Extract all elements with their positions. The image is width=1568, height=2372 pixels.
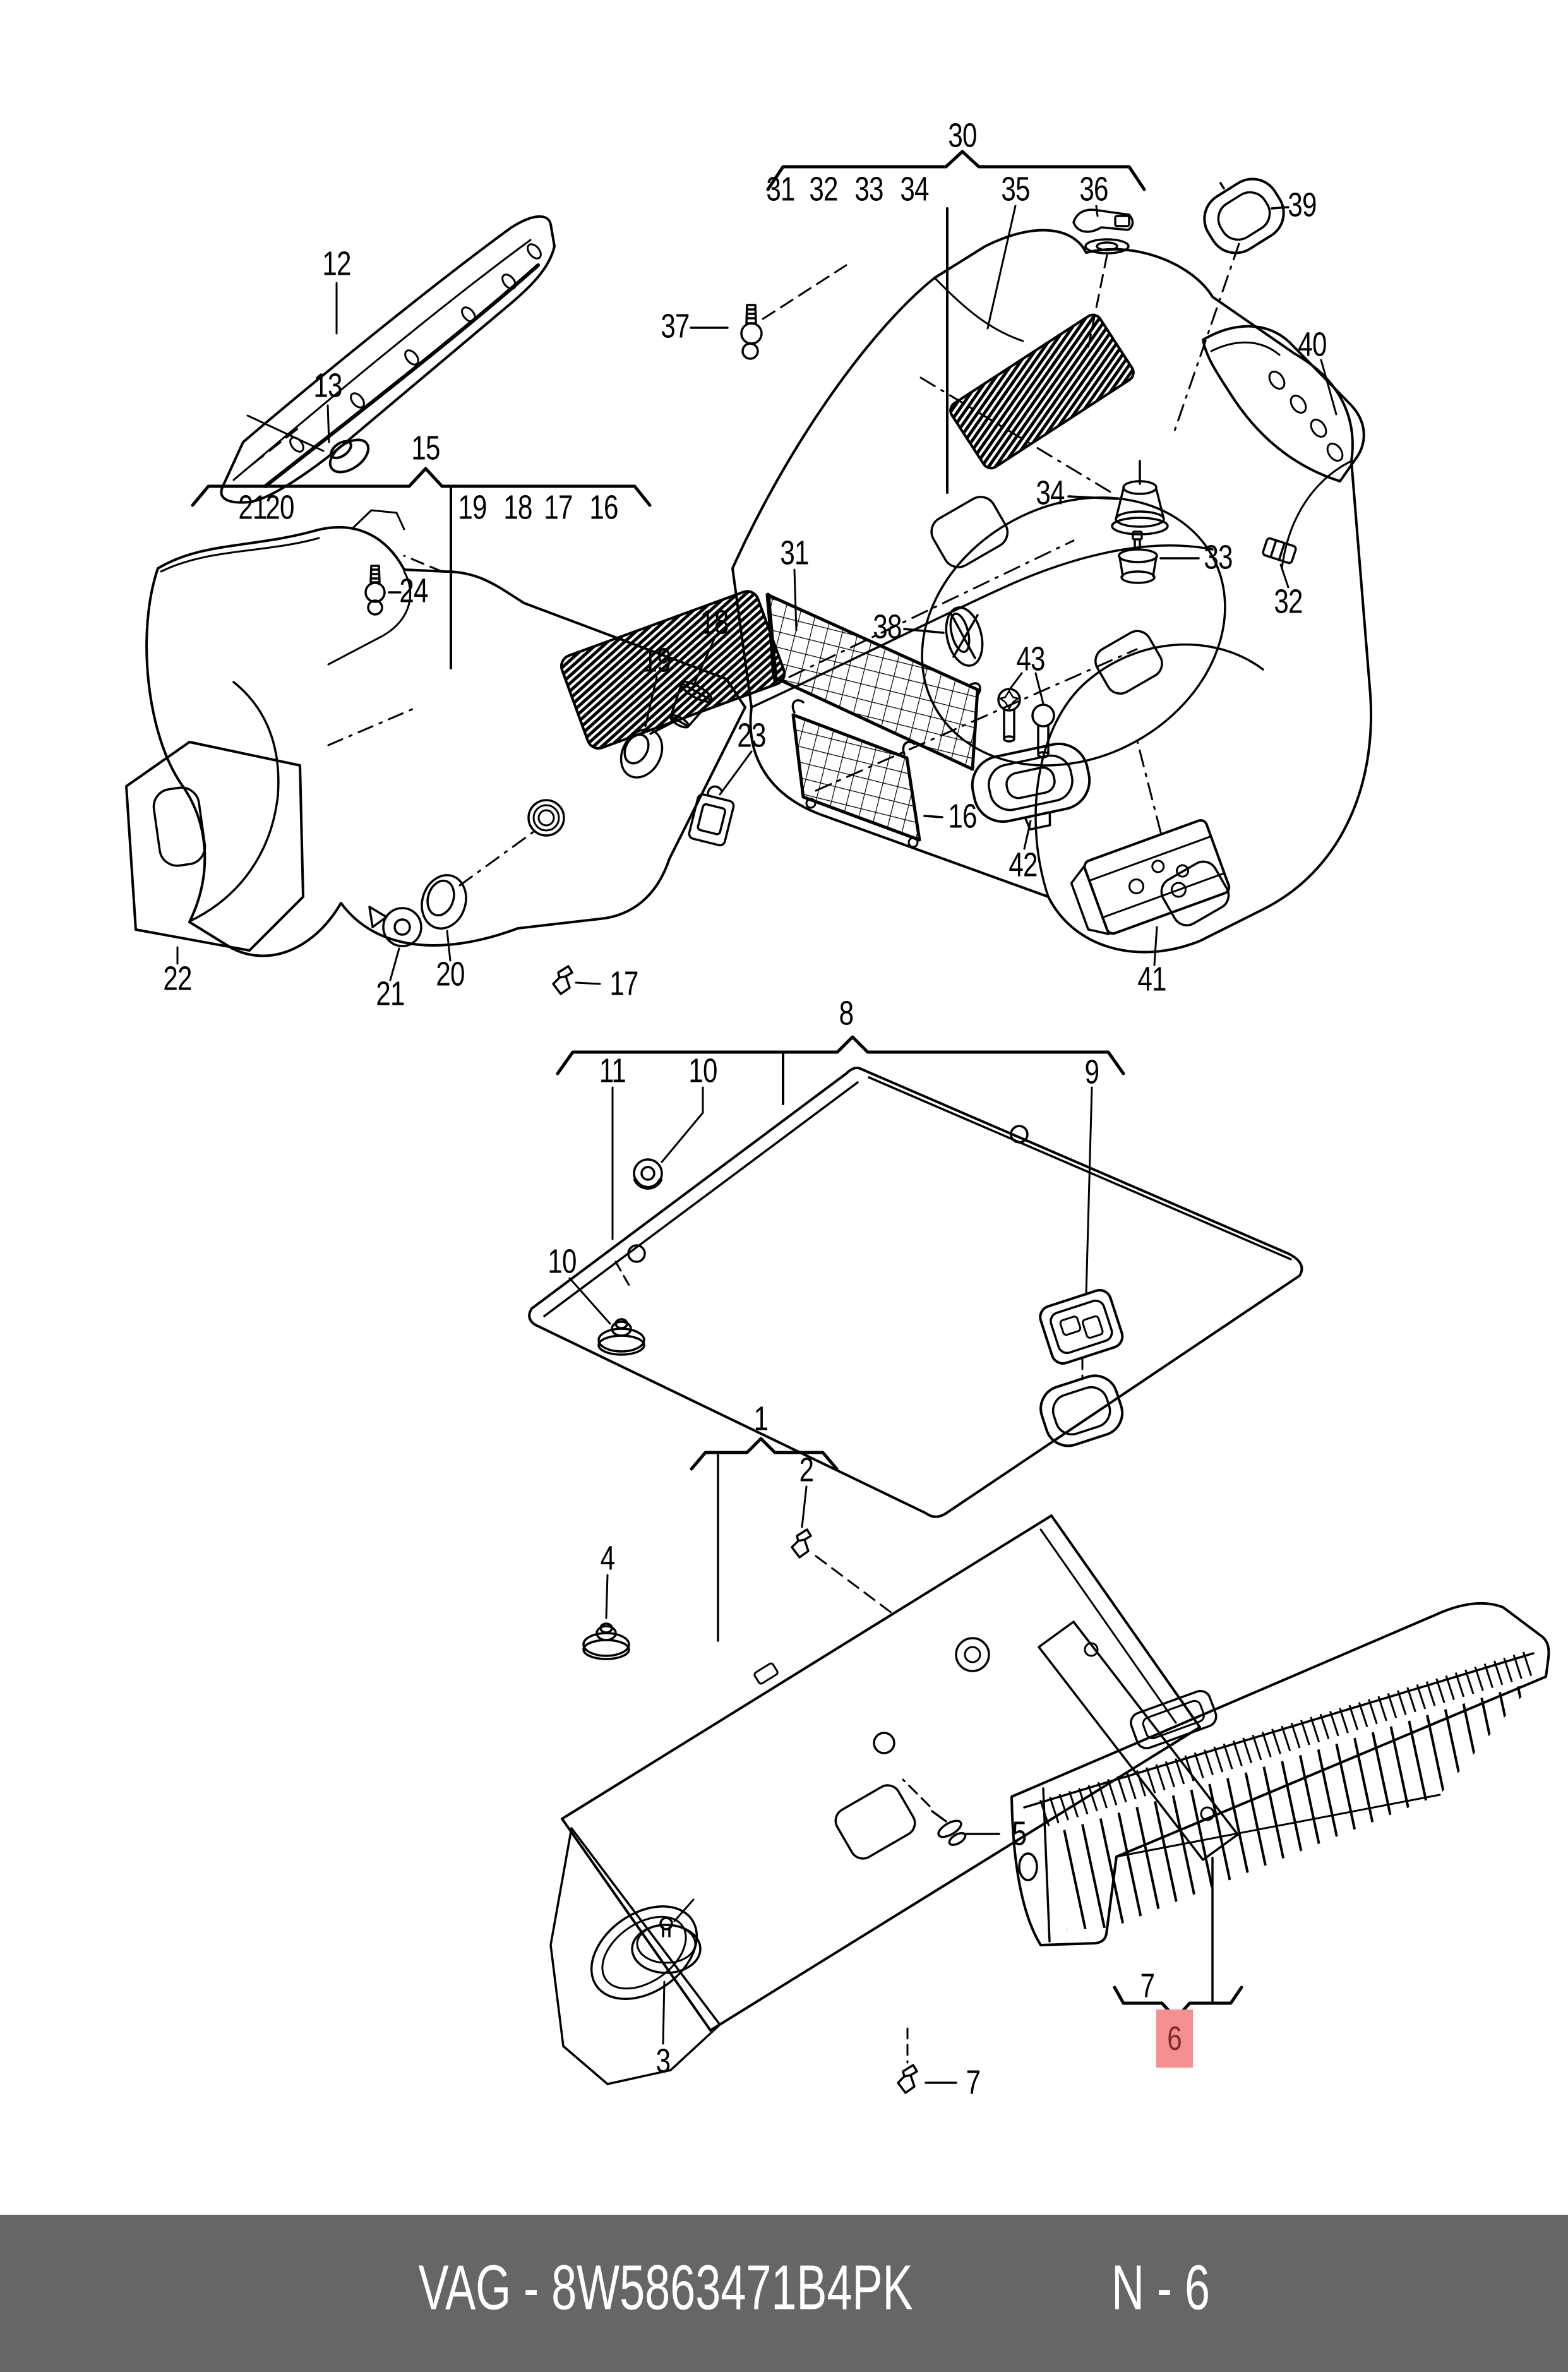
part-38-disc [945, 606, 984, 667]
part-13-clip [328, 438, 370, 474]
part-9-handle [1039, 1289, 1124, 1447]
part-16-net [791, 699, 921, 848]
callout-13[interactable]: 13 [313, 366, 342, 405]
part-42-tiedown [971, 742, 1091, 831]
callout-39[interactable]: 39 [1288, 186, 1317, 224]
left-quarter-trim-panel [145, 509, 786, 957]
callout-19[interactable]: 19 [642, 641, 671, 680]
callout-42[interactable]: 42 [1008, 846, 1038, 884]
callout-32[interactable]: 32 [1274, 582, 1303, 621]
part-6-sill-plate [1010, 1602, 1550, 1946]
callout-36[interactable]: 36 [1079, 170, 1108, 208]
part-39-bezel [1203, 177, 1285, 255]
callout-20[interactable]: 20 [436, 955, 465, 993]
callout-21[interactable]: 21 [376, 974, 405, 1013]
part-12-panel [220, 215, 556, 504]
callout-31[interactable]: 31 [766, 170, 795, 208]
callout-41[interactable]: 41 [1137, 960, 1166, 998]
callout-15[interactable]: 15 [411, 429, 440, 467]
group-8-bracket [556, 1035, 1125, 1105]
callout-32[interactable]: 32 [809, 170, 838, 208]
callout-43[interactable]: 43 [1016, 640, 1045, 678]
part-1-load-floor [549, 1514, 1239, 2085]
part-21-grommet [368, 906, 422, 947]
callout-40[interactable]: 40 [1298, 325, 1327, 364]
callout-31[interactable]: 31 [780, 534, 809, 572]
callout-3[interactable]: 3 [655, 2042, 671, 2080]
callout-37[interactable]: 37 [661, 307, 690, 345]
callout-11[interactable]: 11 [599, 1051, 626, 1090]
group-30-bracket [766, 150, 1146, 494]
part-33-clip [1118, 530, 1158, 584]
callout-33[interactable]: 33 [854, 170, 883, 208]
callout-17[interactable]: 17 [544, 488, 573, 527]
callout-9[interactable]: 9 [1084, 1053, 1099, 1091]
part-32-clip [1262, 537, 1297, 565]
callout-33[interactable]: 33 [1204, 538, 1233, 577]
part-20-ring [421, 874, 467, 930]
callout-22[interactable]: 22 [163, 959, 192, 998]
group-1-bracket [690, 1437, 839, 1471]
callout-4[interactable]: 4 [600, 1539, 615, 1578]
part-8-mat [528, 1067, 1303, 1518]
part-41-bracket [1070, 819, 1231, 935]
callout-16[interactable]: 16 [948, 797, 977, 836]
part-24-screw [364, 565, 386, 616]
part-11-grommet [627, 1244, 646, 1263]
part-10-grommet-a [633, 1158, 663, 1190]
part-34-cup [1111, 460, 1169, 536]
part-7-clip [897, 2064, 918, 2094]
callout-30[interactable]: 30 [948, 116, 977, 155]
callout-17[interactable]: 17 [609, 964, 638, 1003]
callout-21[interactable]: 21 [238, 488, 267, 527]
right-quarter-trim-panel [731, 229, 1372, 954]
callout-24[interactable]: 24 [399, 572, 428, 610]
callout-12[interactable]: 12 [322, 244, 351, 283]
callout-18[interactable]: 18 [700, 603, 729, 642]
callout-2[interactable]: 2 [799, 1451, 814, 1489]
part-31-net [765, 592, 981, 771]
part-17-clip [552, 965, 573, 995]
callout-5[interactable]: 5 [1012, 1814, 1027, 1853]
callout-6-highlighted[interactable]: 6 [1156, 2010, 1193, 2068]
callout-7[interactable]: 7 [966, 2063, 981, 2102]
callout-38[interactable]: 38 [873, 608, 902, 646]
callout-16[interactable]: 16 [589, 488, 618, 527]
callout-7[interactable]: 7 [1140, 1967, 1155, 2005]
part-22-cover [125, 741, 304, 952]
callout-34[interactable]: 34 [1036, 474, 1065, 512]
part-37-screw [740, 304, 763, 360]
part-10-grommet-b [597, 1318, 645, 1356]
callout-34[interactable]: 34 [900, 170, 929, 208]
callout-23[interactable]: 23 [737, 716, 766, 755]
part-2-clip [791, 1528, 812, 1559]
group-15-bracket [191, 467, 652, 669]
part-5-rivet [931, 1810, 967, 1847]
part-40-bracket [1202, 325, 1365, 482]
callout-20[interactable]: 20 [265, 488, 294, 527]
part-4-grommet [582, 1622, 630, 1660]
callout-1[interactable]: 1 [753, 1399, 769, 1438]
part-3-grommet [631, 1917, 702, 1974]
callout-10[interactable]: 10 [688, 1051, 717, 1090]
footer-page-ref: N - 6 [1111, 2251, 1211, 2323]
part-23-latch [688, 785, 735, 847]
callout-18[interactable]: 18 [503, 488, 532, 527]
callout-19[interactable]: 19 [458, 488, 487, 527]
footer-bar: VAG - 8W5863471B4PK N - 6 [0, 2215, 1568, 2372]
callout-35[interactable]: 35 [1001, 170, 1030, 208]
part-18-cone [649, 681, 713, 735]
callout-10[interactable]: 10 [548, 1242, 577, 1281]
part-36-hook [1072, 208, 1134, 255]
footer-part-code: VAG - 8W5863471B4PK [418, 2251, 913, 2323]
callout-8[interactable]: 8 [839, 994, 854, 1033]
